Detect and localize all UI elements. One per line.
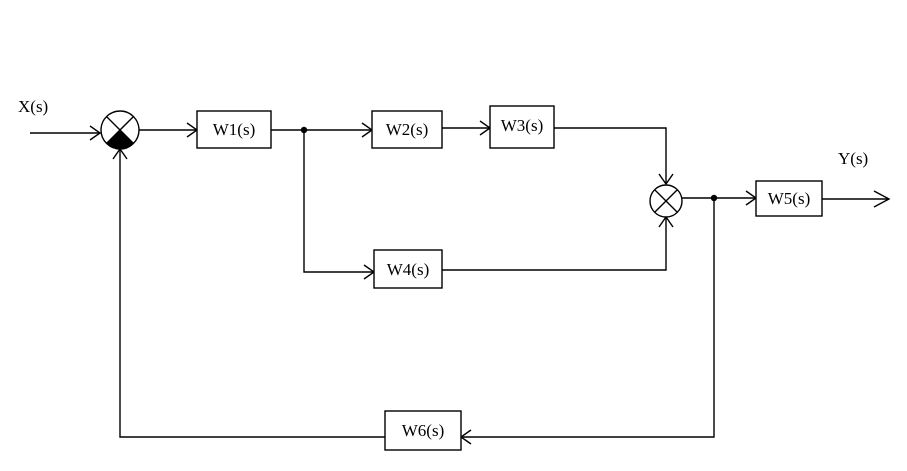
block-w2-label: W2(s) xyxy=(386,120,428,139)
block-w5-label: W5(s) xyxy=(768,189,810,208)
output-line xyxy=(822,190,891,208)
negative-sign-sector xyxy=(106,130,134,149)
w4-to-sum2-line xyxy=(442,215,674,271)
w2-to-w3-line xyxy=(442,120,492,136)
feedback-to-w6-line xyxy=(459,198,715,445)
block-w2: W2(s) xyxy=(371,110,443,149)
sum2-to-w5-line xyxy=(682,190,758,206)
block-w6: W6(s) xyxy=(384,410,462,451)
w3-to-sum2-line xyxy=(554,127,674,186)
branch-to-w4-line xyxy=(303,130,376,280)
block-w1: W1(s) xyxy=(196,110,272,149)
block-w1-label: W1(s) xyxy=(213,120,255,139)
block-w6-label: W6(s) xyxy=(402,421,444,440)
input-line xyxy=(30,125,102,141)
summing-junction-2 xyxy=(649,184,683,218)
summing-junction-1 xyxy=(100,110,140,150)
block-w5: W5(s) xyxy=(755,180,823,217)
sum1-to-w1-line xyxy=(139,122,199,138)
block-w4-label: W4(s) xyxy=(387,260,429,279)
w6-to-sum1-line xyxy=(112,147,385,438)
block-w3-label: W3(s) xyxy=(501,116,543,135)
w1-to-w2-line xyxy=(271,122,374,138)
output-signal-label: Y(s) xyxy=(838,149,868,168)
block-w3: W3(s) xyxy=(489,105,555,149)
input-signal-label: X(s) xyxy=(18,97,48,116)
block-w4: W4(s) xyxy=(373,249,443,289)
